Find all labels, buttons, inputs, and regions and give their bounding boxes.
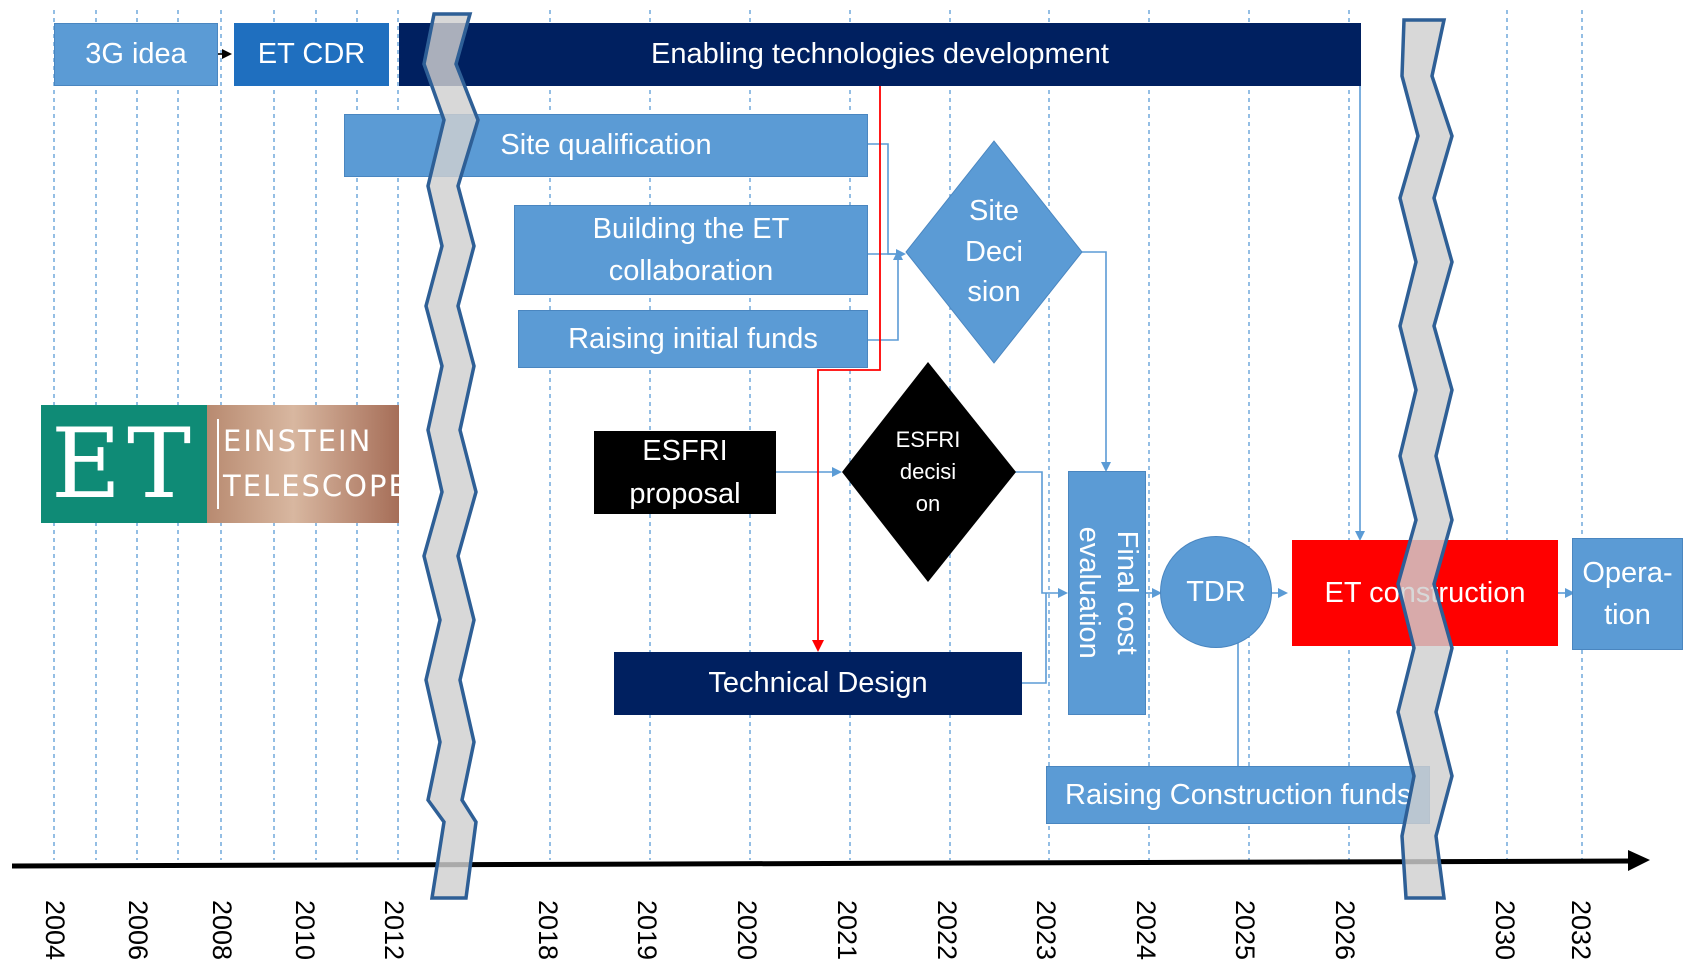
- technical-design-label: Technical Design: [708, 667, 928, 700]
- site-qualification-box: Site qualification: [344, 114, 868, 177]
- raising-construction-funds-box: Raising Construction funds: [1046, 766, 1430, 824]
- esfri-decision-text: ESFRI decisi on: [870, 418, 986, 526]
- 3g-idea-label: 3G idea: [85, 38, 187, 71]
- raising-initial-funds-label: Raising initial funds: [568, 322, 818, 355]
- year-label-2008: 2008: [207, 900, 237, 961]
- tdr-label: TDR: [1186, 575, 1246, 608]
- esfri-decision-line1: ESFRI: [895, 427, 961, 453]
- logo-line1: EINSTEIN: [217, 419, 399, 464]
- technical-design-box: Technical Design: [614, 652, 1022, 715]
- raising-initial-funds-box: Raising initial funds: [518, 310, 868, 368]
- year-label-2004: 2004: [40, 900, 70, 961]
- logo-line2: TELESCOPE: [217, 464, 407, 509]
- year-label-2012: 2012: [379, 900, 409, 961]
- year-label-2022: 2022: [932, 900, 962, 961]
- tdr-circle: TDR: [1160, 536, 1272, 648]
- year-label-2010: 2010: [290, 900, 320, 961]
- enabling-technologies-label: Enabling technologies development: [651, 38, 1109, 71]
- year-label-2006: 2006: [123, 900, 153, 961]
- building-collaboration-line2: collaboration: [608, 255, 774, 287]
- year-label-2030: 2030: [1490, 900, 1520, 961]
- time-axis-arrow: [11, 850, 1650, 871]
- et-cdr-label: ET CDR: [257, 38, 366, 71]
- year-label-2025: 2025: [1230, 900, 1260, 961]
- site-decision-line2: Deci: [964, 235, 1023, 268]
- logo-wordmark: EINSTEIN TELESCOPE: [207, 405, 407, 523]
- et-construction-label: ET construction: [1324, 576, 1526, 609]
- site-decision-text: Site Deci sion: [930, 180, 1058, 324]
- year-label-2024: 2024: [1131, 900, 1161, 961]
- final-cost-line2: evaluation: [1073, 526, 1105, 660]
- building-collaboration-box: Building the ET collaboration: [514, 205, 868, 295]
- year-label-2018: 2018: [533, 900, 563, 961]
- logo-mark: ET: [41, 405, 207, 523]
- esfri-decision-line2: decisi: [899, 459, 957, 485]
- et-construction-box: ET construction: [1292, 540, 1558, 646]
- year-label-2020: 2020: [732, 900, 762, 961]
- final-cost-evaluation-box: Final cost evaluation: [1068, 471, 1146, 715]
- esfri-decision-line3: on: [915, 490, 941, 516]
- operation-line1: Opera-: [1582, 556, 1673, 589]
- esfri-proposal-line1: ESFRI: [642, 435, 728, 468]
- final-cost-line1: Final cost: [1110, 530, 1143, 656]
- year-label-2026: 2026: [1330, 900, 1360, 961]
- year-label-2032: 2032: [1566, 900, 1596, 961]
- connector-arrowheads: [222, 49, 1575, 598]
- 3g-idea-box: 3G idea: [54, 23, 218, 86]
- year-label-2019: 2019: [632, 900, 662, 961]
- operation-line2: tion: [1604, 599, 1651, 631]
- esfri-proposal-line2: proposal: [629, 477, 741, 510]
- site-decision-line3: sion: [967, 276, 1021, 309]
- critical-path-arrowhead: [812, 640, 824, 652]
- enabling-technologies-box: Enabling technologies development: [399, 23, 1361, 86]
- connector-arrows: [218, 53, 1570, 768]
- year-label-2021: 2021: [832, 900, 862, 961]
- raising-construction-funds-label: Raising Construction funds: [1065, 778, 1412, 811]
- site-qualification-label: Site qualification: [500, 129, 712, 162]
- einstein-telescope-logo: ET EINSTEIN TELESCOPE: [41, 405, 407, 523]
- building-collaboration-line1: Building the ET: [592, 212, 790, 245]
- year-label-2023: 2023: [1031, 900, 1061, 961]
- esfri-proposal-box: ESFRI proposal: [594, 431, 776, 514]
- final-cost-evaluation-text: Final cost evaluation: [1069, 527, 1144, 659]
- operation-box: Opera- tion: [1572, 538, 1683, 650]
- site-decision-line1: Site: [969, 195, 1019, 228]
- et-cdr-box: ET CDR: [234, 23, 389, 86]
